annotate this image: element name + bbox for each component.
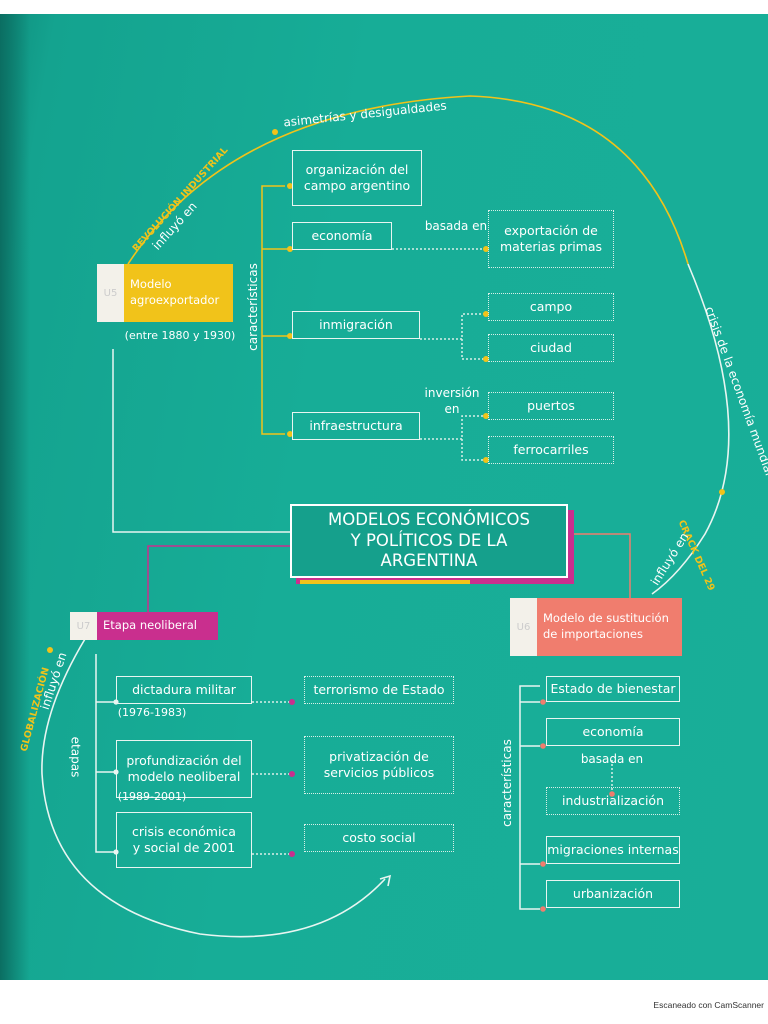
- unit-name-line: de importaciones: [543, 627, 643, 641]
- title-line: ARGENTINA: [380, 551, 478, 571]
- box-puertos: puertos: [488, 392, 614, 420]
- unit-u5-card: U5 Modelo agroexportador: [97, 264, 233, 322]
- arc-right: [651, 263, 730, 595]
- unit-tag: U6: [510, 598, 537, 656]
- box-costo-social: costo social: [304, 824, 454, 852]
- box-dictadura: dictadura militar: [116, 676, 252, 704]
- box-ciudad: ciudad: [488, 334, 614, 362]
- box-terrorismo: terrorismo de Estado: [304, 676, 454, 704]
- label-basada-en-u5: basada en: [424, 219, 488, 233]
- box-migraciones: migraciones internas: [546, 836, 680, 864]
- title-line: Y POLÍTICOS DE LA: [350, 530, 508, 550]
- arc-left: [41, 638, 386, 938]
- box-economia-u5: economía: [292, 222, 392, 250]
- unit-name-line: agroexportador: [130, 293, 220, 307]
- unit-name: Etapa neoliberal: [97, 612, 218, 640]
- arc-top: [127, 95, 689, 265]
- box-industrializacion: industrialización: [546, 787, 680, 815]
- box-urbanizacion: urbanización: [546, 880, 680, 908]
- box-ferrocarriles: ferrocarriles: [488, 436, 614, 464]
- unit-tag: U7: [70, 612, 97, 640]
- u5-caracteristicas: características: [245, 263, 260, 351]
- arc-dot: [47, 647, 53, 653]
- u6-caracteristicas: características: [499, 739, 514, 827]
- box-inmigracion: inmigración: [292, 311, 420, 339]
- concept-map: REVOLUCIÓN INDUSTRIAL influyó en asimetr…: [0, 14, 768, 980]
- dictadura-dates: (1976-1983): [117, 706, 187, 719]
- unit-u7-card: U7 Etapa neoliberal: [70, 612, 218, 640]
- box-campo: campo: [488, 293, 614, 321]
- u7-etapas: etapas: [68, 736, 83, 778]
- box-estado-bienestar: Estado de bienestar: [546, 676, 680, 702]
- box-economia-u6: economía: [546, 718, 680, 746]
- label-basada-en-u6: basada en: [580, 752, 644, 766]
- unit-tag: U5: [97, 264, 124, 322]
- unit-u6-card: U6 Modelo de sustitución de importacione…: [510, 598, 682, 656]
- scanner-watermark: Escaneado con CamScanner: [653, 1000, 764, 1010]
- unit-name-line: Modelo de sustitución: [543, 611, 669, 626]
- arc-dot: [719, 489, 725, 495]
- profundizacion-dates: (1989-2001): [117, 790, 187, 803]
- connector-lines: [41, 95, 730, 938]
- unit-name-line: Modelo: [130, 277, 172, 292]
- box-infraestructura: infraestructura: [292, 412, 420, 440]
- main-title: MODELOS ECONÓMICOS Y POLÍTICOS DE LA ARG…: [290, 504, 568, 584]
- u5-dates: (entre 1880 y 1930): [124, 329, 236, 342]
- title-line: MODELOS ECONÓMICOS: [327, 510, 530, 530]
- arc-dot: [272, 129, 278, 135]
